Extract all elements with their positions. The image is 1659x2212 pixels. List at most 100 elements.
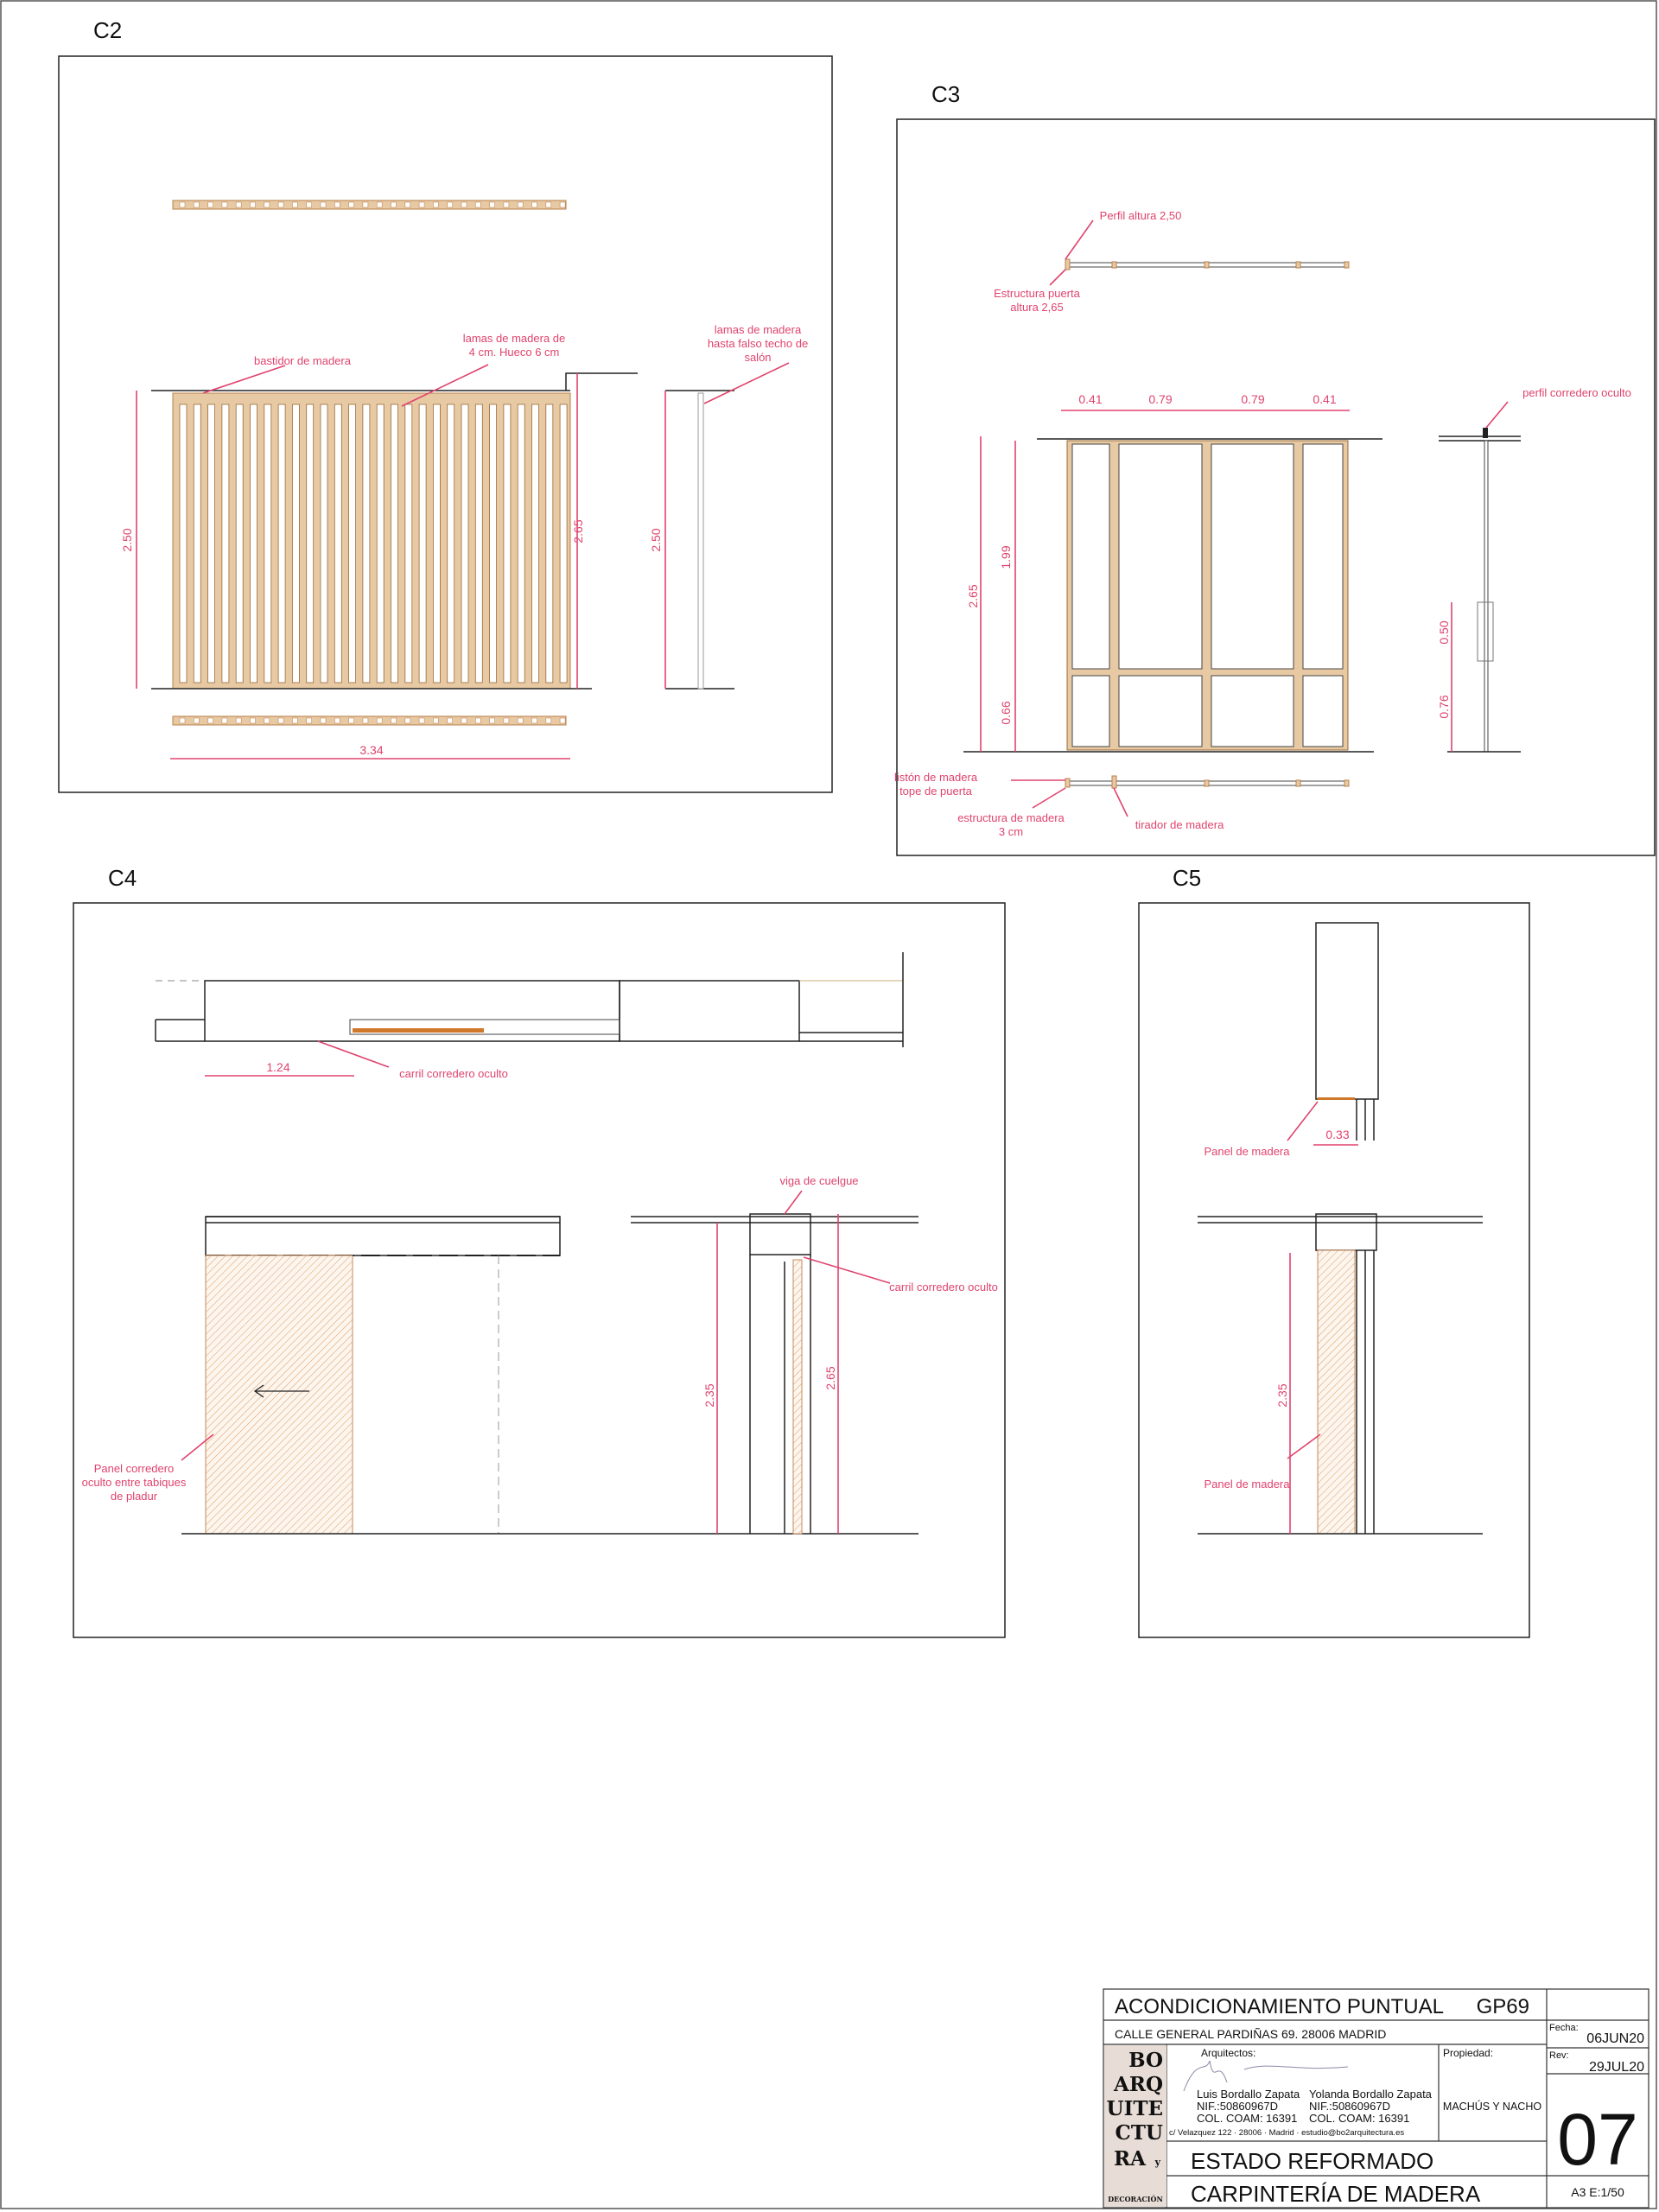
slat-section: [320, 717, 327, 724]
wood-slat: [517, 404, 525, 683]
slat-section: [292, 201, 298, 208]
slat-section: [531, 717, 537, 724]
label-lamas: lamas de madera de: [463, 332, 566, 345]
wood-slat: [447, 404, 455, 683]
fecha-value: 06JUN20: [1586, 2031, 1644, 2046]
wood-slat: [503, 404, 512, 683]
slat-section: [207, 717, 213, 724]
slat-section: [503, 717, 510, 724]
label-estructura: altura 2,65: [1010, 301, 1063, 314]
slat-section: [433, 717, 439, 724]
dimension-label: 2.50: [120, 528, 134, 551]
wood-slat: [291, 404, 300, 683]
label-carril: carril corredero oculto: [889, 1281, 998, 1294]
label-carril: carril corredero oculto: [399, 1067, 508, 1080]
slat-section: [306, 717, 313, 724]
glass-panel: [1071, 443, 1110, 670]
dimension-label: 0.79: [1241, 392, 1264, 406]
logo-line: RA: [1114, 2147, 1147, 2171]
architect-name: Yolanda Bordallo Zapata: [1309, 2088, 1433, 2101]
section-frame: [896, 118, 1656, 856]
dimension-label: 2.35: [1275, 1383, 1289, 1407]
wood-slat: [235, 404, 244, 683]
slat-section: [235, 201, 242, 208]
wood-slat: [391, 404, 398, 683]
slat-section: [264, 201, 270, 208]
slat-section: [391, 201, 397, 208]
slat-section: [489, 201, 495, 208]
wood-slat: [404, 404, 413, 683]
fecha-label: Fecha:: [1549, 2023, 1579, 2033]
propiedad-label: Propiedad:: [1443, 2047, 1493, 2059]
section-frame: [73, 902, 1006, 1638]
door-elevation: [1066, 440, 1349, 751]
slat-section: [221, 201, 228, 208]
label-estructura-madera: estructura de madera: [957, 811, 1065, 824]
rev-value: 29JUL20: [1589, 2060, 1644, 2075]
slat-section: [179, 201, 186, 208]
glass-panel: [1211, 675, 1294, 747]
section-title: C4: [108, 865, 137, 891]
label-liston: tope de puerta: [899, 785, 973, 798]
section-frame: [58, 55, 833, 793]
sliding-panel: [205, 1255, 353, 1535]
logo-line: CTU: [1116, 2121, 1163, 2145]
slat-section: [545, 201, 552, 208]
logo-line: ARQ: [1113, 2073, 1163, 2096]
slat-section: [418, 201, 425, 208]
signature: [1183, 2060, 1349, 2092]
wood-slat: [376, 404, 385, 683]
slat-section: [447, 201, 454, 208]
arrow-left-icon: [253, 1384, 309, 1398]
label-panel-madera: Panel de madera: [1204, 1145, 1290, 1158]
label-panel-corredero: oculto entre tabiques: [82, 1476, 187, 1489]
label-panel-madera: Panel de madera: [1204, 1478, 1290, 1491]
dimension-label: 0.50: [1437, 620, 1451, 644]
slat-section: [559, 717, 566, 724]
dimension-label: 2.65: [823, 1366, 837, 1389]
wood-slat: [559, 404, 568, 683]
logo-line: DECORACIÓN: [1108, 2195, 1163, 2203]
slat-section: [277, 717, 284, 724]
wood-slat: [545, 404, 554, 683]
wood-slat: [306, 404, 315, 683]
slat-section: [404, 717, 411, 724]
slat-section: [545, 717, 552, 724]
wood-slat: [250, 404, 257, 683]
slat-section: [418, 717, 425, 724]
label-tirador: tirador de madera: [1135, 818, 1224, 831]
label-panel-corredero: de pladur: [111, 1490, 158, 1503]
wood-slat: [193, 404, 201, 683]
slat-section: [194, 717, 200, 724]
project-title: ACONDICIONAMIENTO PUNTUAL: [1115, 1995, 1444, 2018]
label-liston: listón de madera: [894, 771, 978, 784]
dimension-label: 0.76: [1437, 695, 1451, 718]
slat-section: [306, 201, 313, 208]
sheet-title: CARPINTERÍA DE MADERA: [1191, 2181, 1481, 2207]
wood-slat: [264, 404, 272, 683]
label-falso-techo: salón: [744, 351, 771, 364]
slat-section: [250, 717, 256, 724]
slat-section: [376, 717, 383, 724]
studio-address: c/ Velazquez 122 · 28006 · Madrid · estu…: [1169, 2128, 1404, 2138]
slat-section: [461, 201, 467, 208]
title-block: [1103, 1988, 1649, 2209]
dimension-label: 2.35: [702, 1383, 716, 1407]
glass-panel: [1302, 675, 1344, 747]
plan-top-slats: [172, 200, 567, 210]
slat-section: [489, 717, 495, 724]
dimension-label: 1.24: [266, 1060, 289, 1074]
section-c4: C4 1.24 carril corredero oculto: [73, 865, 1006, 1638]
wood-slat: [334, 404, 342, 683]
dimension-label: 2.50: [649, 528, 663, 551]
slat-section: [194, 201, 200, 208]
slat-section: [179, 717, 186, 724]
label-perfil: Perfil altura 2,50: [1100, 209, 1182, 222]
slat-section: [334, 201, 340, 208]
slat-section: [207, 201, 213, 208]
dimension-label: 3.34: [359, 743, 383, 757]
wood-slat: [362, 404, 371, 683]
logo-line: BO: [1128, 2049, 1163, 2072]
